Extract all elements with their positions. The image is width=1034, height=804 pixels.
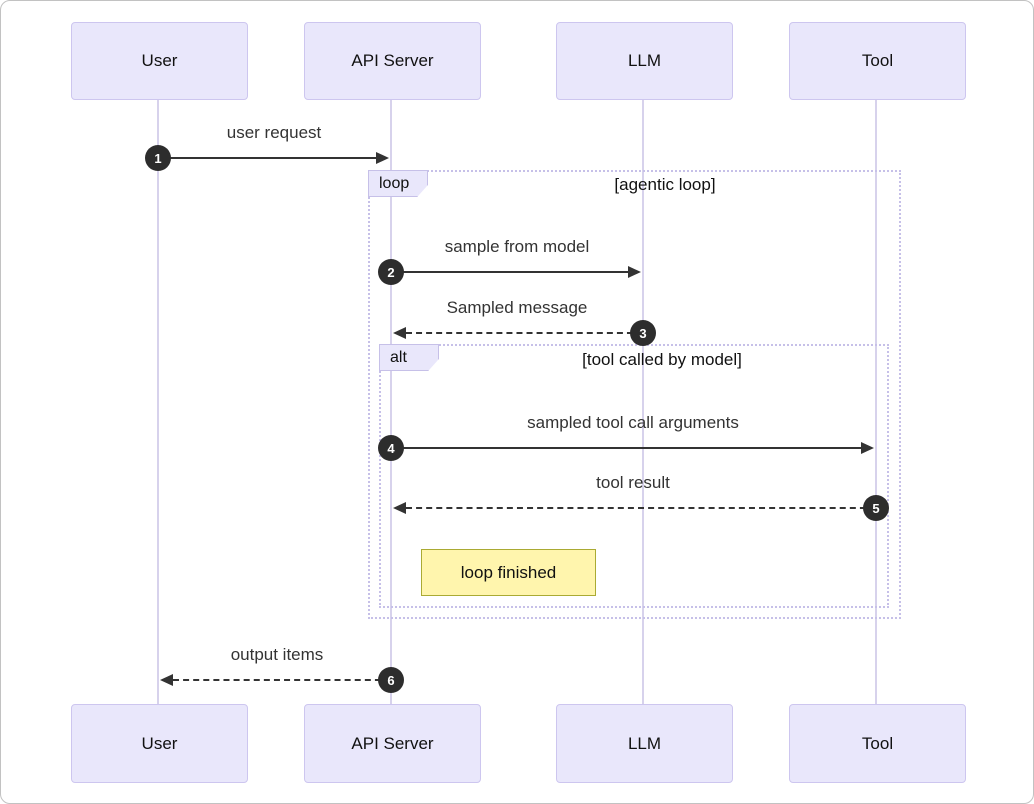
lifeline-user bbox=[157, 98, 159, 704]
actor-label: API Server bbox=[351, 51, 434, 70]
message-label: sampled tool call arguments bbox=[527, 413, 739, 432]
arrowhead-left-icon bbox=[393, 502, 406, 514]
alt-frame-tag: alt bbox=[379, 344, 439, 371]
message-line bbox=[159, 157, 378, 159]
arrowhead-right-icon bbox=[861, 442, 874, 454]
actor-bottom-api-server: API Server bbox=[304, 704, 481, 783]
actor-label: Tool bbox=[861, 51, 894, 70]
actor-label: Tool bbox=[861, 733, 894, 753]
arrowhead-right-icon bbox=[628, 266, 641, 278]
loop-frame-tag: loop bbox=[368, 170, 428, 197]
message-number-badge: 1 bbox=[145, 145, 171, 171]
message-label: output items bbox=[230, 645, 324, 664]
actor-bottom-llm: LLM bbox=[556, 704, 733, 783]
actor-bottom-user: User bbox=[71, 704, 248, 783]
message-line bbox=[406, 507, 876, 509]
actor-top-user: User bbox=[71, 22, 248, 100]
arrowhead-right-icon bbox=[376, 152, 389, 164]
actor-label: LLM bbox=[627, 51, 662, 70]
arrowhead-left-icon bbox=[393, 327, 406, 339]
message-number-badge: 3 bbox=[630, 320, 656, 346]
actor-label: API Server bbox=[351, 733, 434, 753]
actor-top-llm: LLM bbox=[556, 22, 733, 100]
actor-label: User bbox=[141, 733, 178, 753]
lifeline-tool bbox=[875, 98, 877, 704]
message-number-badge: 4 bbox=[378, 435, 404, 461]
actor-top-api-server: API Server bbox=[304, 22, 481, 100]
alt-frame-title: [tool called by model] bbox=[582, 350, 742, 369]
message-label: user request bbox=[226, 123, 322, 142]
message-line bbox=[173, 679, 391, 681]
message-line bbox=[406, 332, 643, 334]
lifeline-llm bbox=[642, 98, 644, 704]
message-number-badge: 6 bbox=[378, 667, 404, 693]
alt-frame bbox=[379, 344, 889, 608]
lifeline-api-server bbox=[390, 98, 392, 704]
actor-bottom-tool: Tool bbox=[789, 704, 966, 783]
message-line bbox=[392, 447, 862, 449]
actor-label: User bbox=[141, 51, 178, 70]
actor-label: LLM bbox=[627, 733, 662, 753]
actor-top-tool: Tool bbox=[789, 22, 966, 100]
message-number-badge: 2 bbox=[378, 259, 404, 285]
message-number-badge: 5 bbox=[863, 495, 889, 521]
message-label: Sampled message bbox=[446, 298, 588, 317]
message-label: sample from model bbox=[444, 237, 590, 256]
note-loop-finished: loop finished bbox=[421, 549, 596, 596]
message-label: tool result bbox=[596, 473, 670, 492]
loop-frame bbox=[368, 170, 901, 619]
message-line bbox=[392, 271, 630, 273]
arrowhead-left-icon bbox=[160, 674, 173, 686]
loop-frame-title: [agentic loop] bbox=[614, 175, 716, 194]
